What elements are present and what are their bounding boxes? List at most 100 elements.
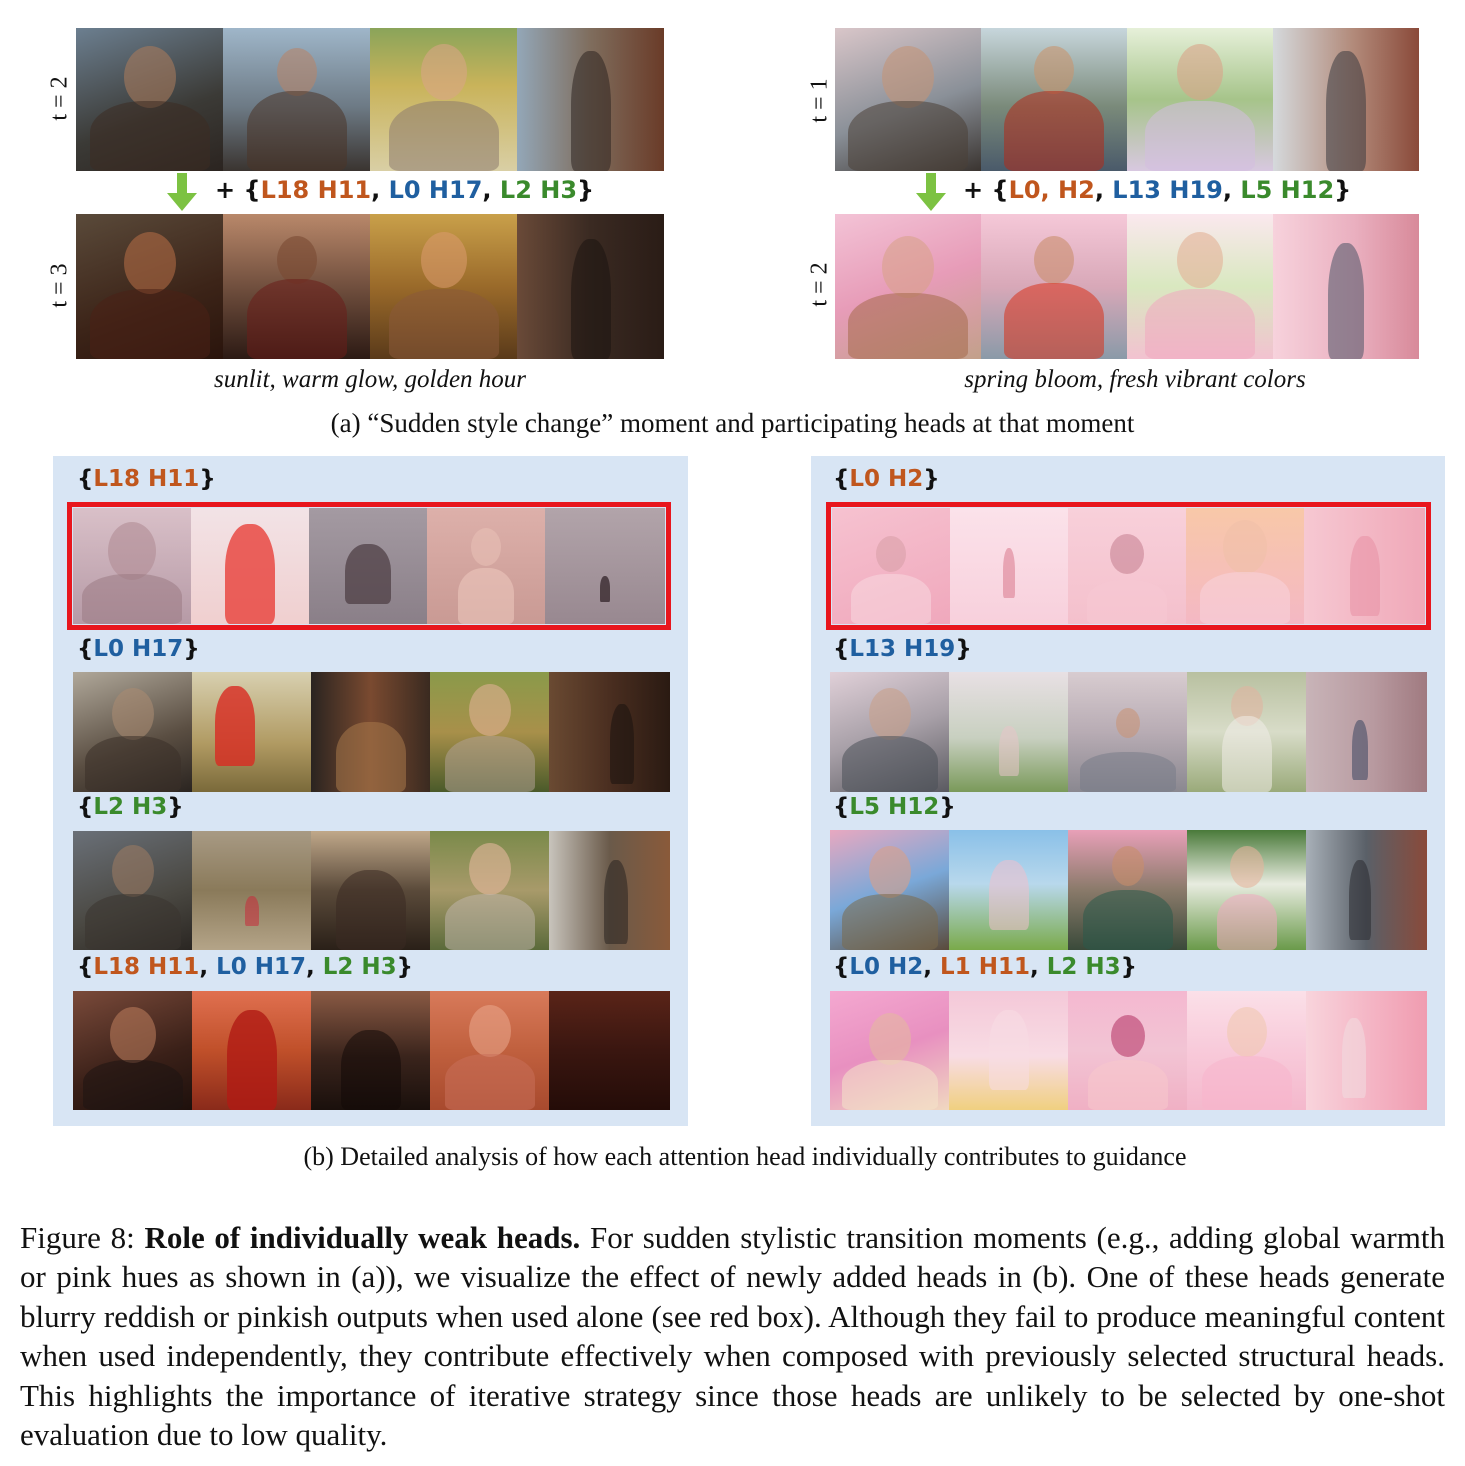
formula-separator: , — [371, 176, 389, 204]
photo-woman-path-trees — [192, 831, 311, 950]
label-part: } — [183, 636, 200, 662]
label-part: L18 H11 — [93, 954, 200, 980]
label-part: { — [833, 794, 850, 820]
photo-girl-flowers — [1187, 672, 1306, 792]
added-heads-formula-left: + {L18 H11, L0 H17, L2 H3} — [215, 176, 594, 204]
label-part: } — [167, 794, 184, 820]
figure-caption: Figure 8: Role of individually weak head… — [20, 1218, 1445, 1454]
photo-man-pink-alley-combined — [1306, 991, 1427, 1110]
formula-separator: , — [1094, 176, 1113, 204]
pink-output-boy-headphones — [1068, 508, 1186, 624]
photo-boy-pillows — [1068, 672, 1187, 792]
label-part: { — [77, 954, 94, 980]
label-part: { — [77, 794, 94, 820]
image-row-left-t2 — [76, 28, 664, 171]
photo-girl-white-flowers — [1187, 830, 1306, 950]
image-row-l13-h19 — [830, 672, 1427, 792]
image-row-combined-left — [73, 991, 670, 1110]
head-analysis-panel-left: {L18 H11} {L0 H17} — [53, 456, 688, 1126]
label-part: } — [396, 954, 414, 980]
subcaption-b: (b) Detailed analysis of how each attent… — [303, 1142, 1187, 1171]
image-row-combined-right — [830, 991, 1427, 1110]
label-part: , — [923, 954, 941, 980]
label-part: L0 H2 — [849, 466, 924, 492]
image-row-l0-h2 — [832, 508, 1425, 624]
label-part: } — [939, 794, 956, 820]
photo-teen-boy-spring — [981, 28, 1127, 171]
panel-label-l0-h2: {L0 H2} — [833, 466, 940, 492]
photo-woman-red-dress-field — [192, 672, 311, 792]
photo-older-man-suit — [73, 831, 192, 950]
label-part: } — [199, 466, 216, 492]
photo-girl-with-cat-forest — [430, 672, 549, 792]
photo-old-man-spring — [835, 28, 981, 171]
label-part: } — [1120, 954, 1138, 980]
photo-man-pink-street — [1273, 214, 1419, 359]
label-part: L18 H11 — [93, 466, 200, 492]
blurry-output-girl — [427, 508, 545, 624]
formula-prefix: + { — [963, 176, 1009, 204]
blurry-output-man — [73, 508, 191, 624]
head-l0-h17: L0 H17 — [388, 176, 483, 204]
photo-old-man-blossoms — [830, 672, 949, 792]
label-part: , — [1029, 954, 1047, 980]
panel-label-l18-h11: {L18 H11} — [77, 466, 216, 492]
photo-man-pink-wall — [1306, 672, 1427, 792]
photo-girl-pink-combined — [1187, 991, 1306, 1110]
head-l18-h11: L18 H11 — [260, 176, 372, 204]
label-part: , — [199, 954, 217, 980]
photo-man-by-door — [549, 831, 670, 950]
label-part: { — [833, 466, 850, 492]
label-part: , — [306, 954, 323, 980]
label-part: L2 H3 — [322, 954, 397, 980]
subcaption-a: (a) “Sudden style change” moment and par… — [330, 408, 1135, 438]
label-part: L5 H12 — [849, 794, 940, 820]
formula-separator: , — [482, 176, 500, 204]
formula-suffix: } — [1334, 176, 1352, 204]
added-heads-formula-right: + {L0, H2, L13 H19, L5 H12} — [963, 176, 1351, 204]
head-l2-h3: L2 H3 — [499, 176, 578, 204]
panel-label-l0-h17: {L0 H17} — [77, 636, 200, 662]
formula-suffix: } — [577, 176, 595, 204]
blurry-output-small-figure — [545, 508, 665, 624]
down-arrow-icon — [916, 173, 946, 211]
photo-girl-with-cat-warm — [370, 214, 517, 359]
photo-man-by-brick-wall — [517, 28, 664, 171]
image-row-right-t1 — [835, 28, 1420, 171]
photo-dark-combined — [549, 991, 670, 1110]
photo-boy-cherry — [1068, 830, 1187, 950]
image-row-l5-h12 — [830, 830, 1427, 950]
style-caption-left: sunlit, warm glow, golden hour — [213, 366, 527, 393]
head-l0-h2: L0, H2 — [1008, 176, 1095, 204]
label-part: L13 H19 — [849, 636, 956, 662]
formula-prefix: + { — [215, 176, 261, 204]
blurry-output-red-figure — [191, 508, 309, 624]
photo-woman-meadow — [949, 830, 1068, 950]
timestep-label-left-bottom: t = 3 — [46, 263, 73, 308]
figure-caption-body: For sudden stylistic transition moments … — [20, 1220, 1445, 1453]
style-caption-right: spring bloom, fresh vibrant colors — [964, 366, 1306, 393]
head-l13-h19: L13 H19 — [1112, 176, 1223, 204]
figure-number: Figure 8: — [20, 1220, 145, 1255]
label-part: L2 H3 — [1046, 954, 1121, 980]
image-row-l0-h17 — [73, 672, 670, 792]
panel-label-combined-left: {L18 H11, L0 H17, L2 H3} — [77, 954, 413, 980]
photo-boy-pink-combined — [1068, 991, 1187, 1110]
image-row-l18-h11 — [73, 508, 665, 624]
label-part: { — [833, 954, 850, 980]
photo-young-man-headphones — [223, 28, 370, 171]
figure-caption-title: Role of individually weak heads. — [144, 1220, 581, 1255]
photo-sitting-figure — [311, 672, 430, 792]
photo-girl-with-cat-garden — [430, 831, 549, 950]
head-analysis-panel-right: {L0 H2} {L13 H19} — [811, 456, 1445, 1126]
image-row-right-t2 — [835, 214, 1420, 359]
photo-man-by-wall-warm — [517, 214, 664, 359]
red-box-highlight — [826, 502, 1431, 630]
photo-girl-with-cat — [370, 28, 517, 171]
timestep-label-right-bottom: t = 2 — [806, 262, 833, 307]
label-part: L1 H11 — [940, 954, 1030, 980]
photo-woman-red-combined — [192, 991, 311, 1110]
photo-old-man-cherry — [830, 830, 949, 950]
photo-old-man-pink — [835, 214, 981, 359]
photo-woman-pink-combined — [949, 991, 1068, 1110]
